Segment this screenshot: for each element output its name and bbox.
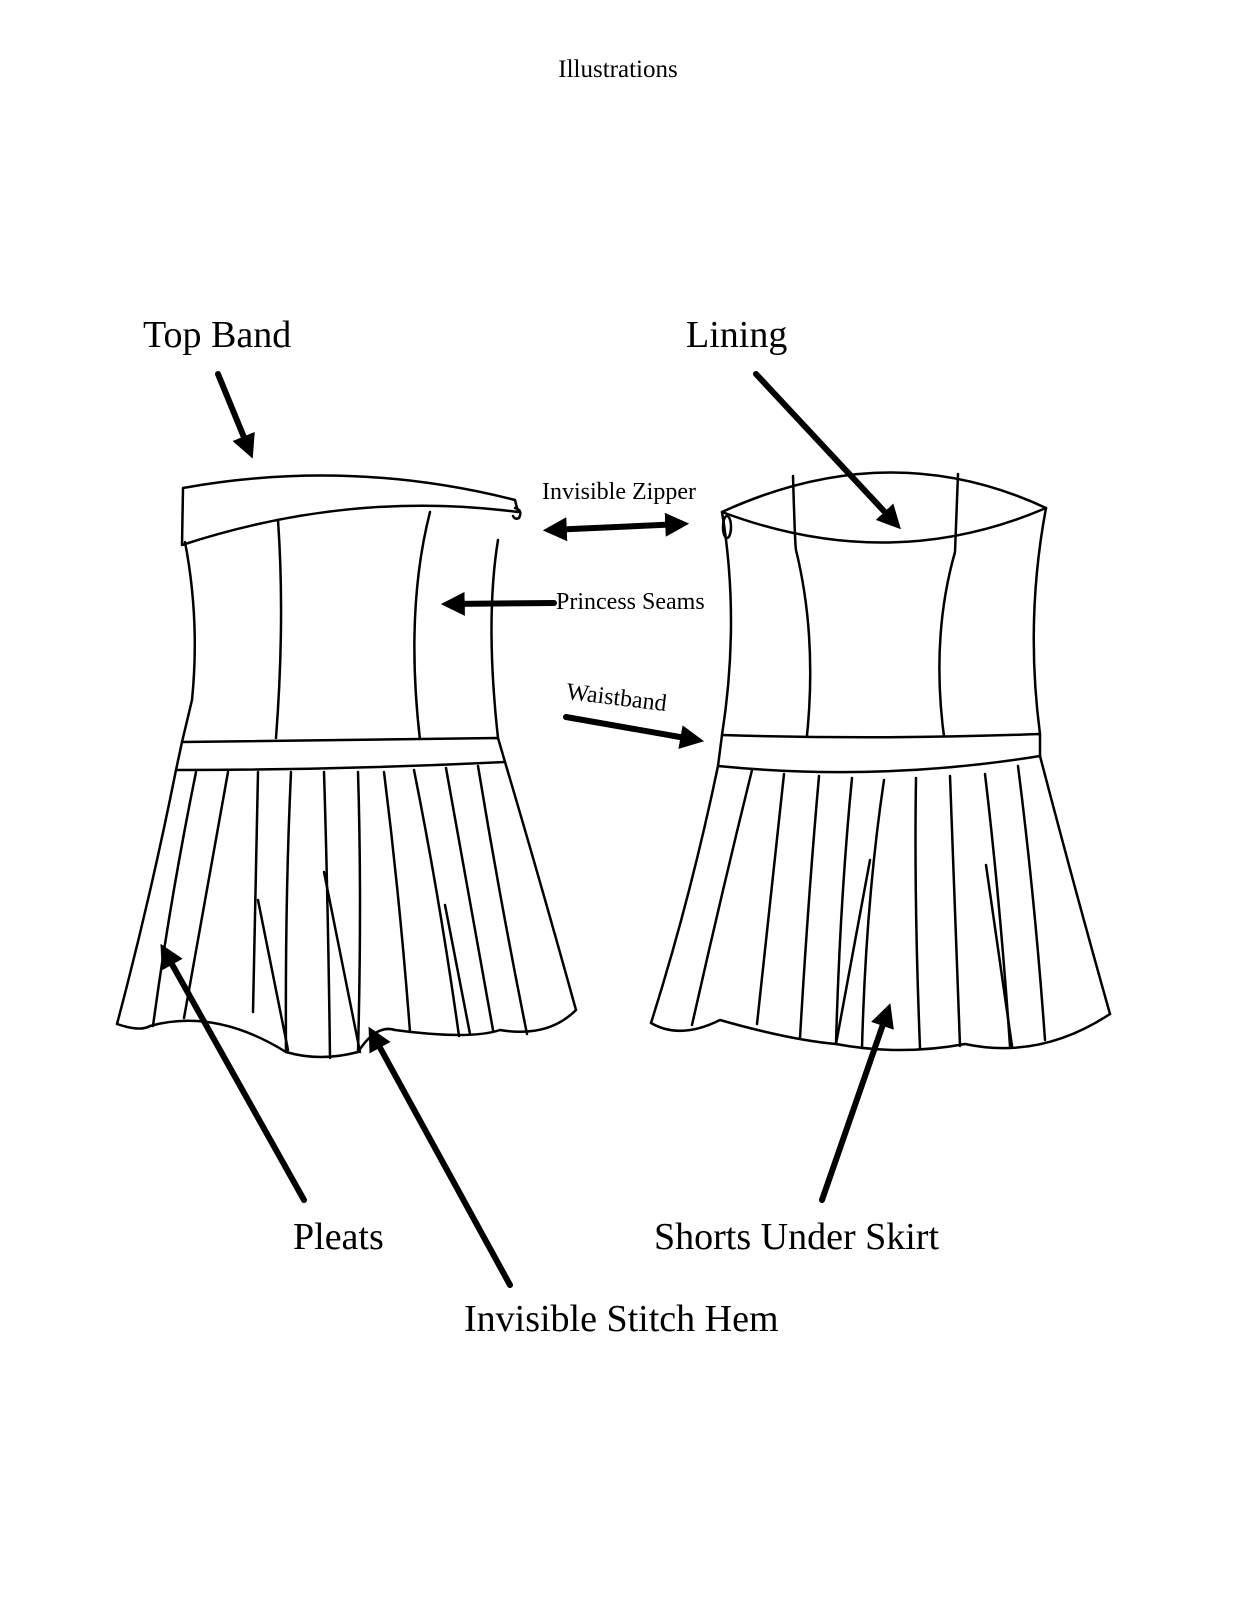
- arrow-icon: [563, 714, 705, 749]
- label-invisible-stitch-hem: Invisible Stitch Hem: [464, 1298, 779, 1340]
- double-arrow-icon: [542, 512, 690, 542]
- front-pleats: [151, 764, 529, 1060]
- front-skirt-right-side: [503, 760, 578, 1012]
- front-dress: [115, 474, 578, 1060]
- front-bodice-left-side: [180, 540, 197, 744]
- back-skirt-left-side: [649, 764, 720, 1025]
- arrow-icon: [160, 943, 307, 1203]
- back-pleats: [690, 764, 1047, 1050]
- label-pleats: Pleats: [293, 1216, 384, 1258]
- back-seam-right: [938, 472, 960, 746]
- arrow-icon: [440, 591, 557, 616]
- label-invisible-zipper: Invisible Zipper: [542, 479, 696, 505]
- back-bodice-left-side: [720, 510, 733, 737]
- back-skirt-hem: [649, 1012, 1112, 1052]
- page-title: Illustrations: [558, 56, 678, 83]
- label-shorts-under-skirt: Shorts Under Skirt: [654, 1216, 939, 1258]
- front-princess-seam-right: [413, 510, 432, 742]
- front-skirt-left-side: [115, 768, 178, 1026]
- back-waistband: [716, 732, 1042, 774]
- front-waistband: [174, 736, 507, 772]
- back-bodice-right-side: [1032, 506, 1048, 736]
- front-top-band: [180, 474, 520, 547]
- arrow-icon: [753, 371, 901, 530]
- annotation-arrows: [160, 371, 901, 1288]
- label-top-band: Top Band: [143, 314, 292, 356]
- arrow-icon: [368, 1026, 513, 1288]
- label-princess-seams: Princess Seams: [556, 589, 705, 615]
- arrow-icon: [215, 371, 255, 459]
- back-skirt-right-side: [1038, 754, 1112, 1016]
- arrow-icon: [819, 1003, 894, 1203]
- back-dress: [649, 471, 1112, 1052]
- front-princess-seam-left: [274, 518, 283, 740]
- back-seam-left: [791, 474, 812, 747]
- label-lining: Lining: [686, 314, 788, 356]
- front-bodice-right-side: [490, 538, 500, 740]
- front-skirt-hem: [115, 1008, 578, 1059]
